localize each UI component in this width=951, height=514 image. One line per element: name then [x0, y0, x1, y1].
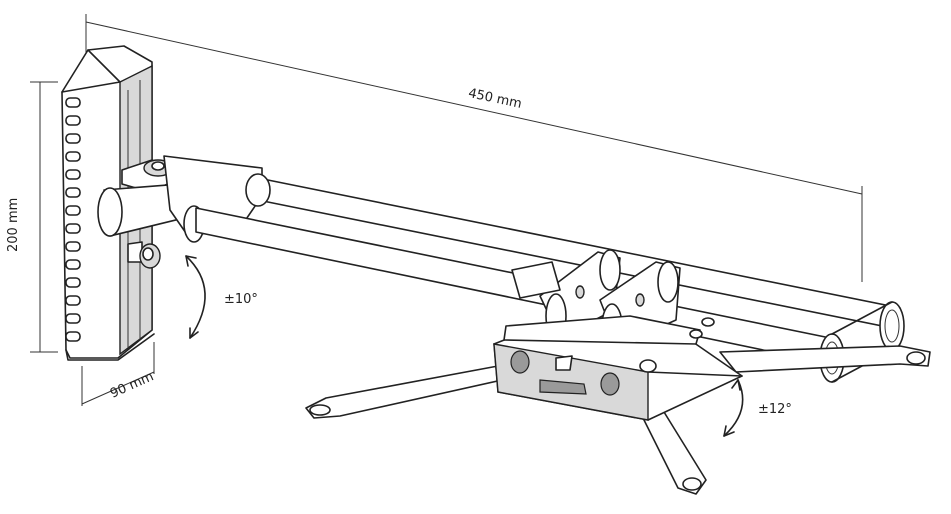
- dimension-90-line: [81, 342, 155, 406]
- wall-tilt-angle-label: ±10°: [224, 292, 258, 307]
- mount-plate: [493, 315, 743, 421]
- dimension-450-line: [85, 14, 863, 282]
- dimension-200-line: [30, 81, 58, 353]
- height-dimension-label: 200 mm: [6, 197, 21, 252]
- upper-tube-end-cap: [879, 301, 905, 351]
- rotation-arrow-wall: [185, 255, 206, 339]
- rotation-arrow-mount: [723, 379, 744, 437]
- mount-tilt-angle-label: ±12°: [758, 402, 792, 417]
- sliding-clamp-left: [539, 249, 621, 339]
- mount-legs: [305, 345, 931, 495]
- adjustment-knob: [127, 241, 161, 269]
- wall-plate-slots: [65, 97, 81, 342]
- top-bolt: [121, 159, 173, 193]
